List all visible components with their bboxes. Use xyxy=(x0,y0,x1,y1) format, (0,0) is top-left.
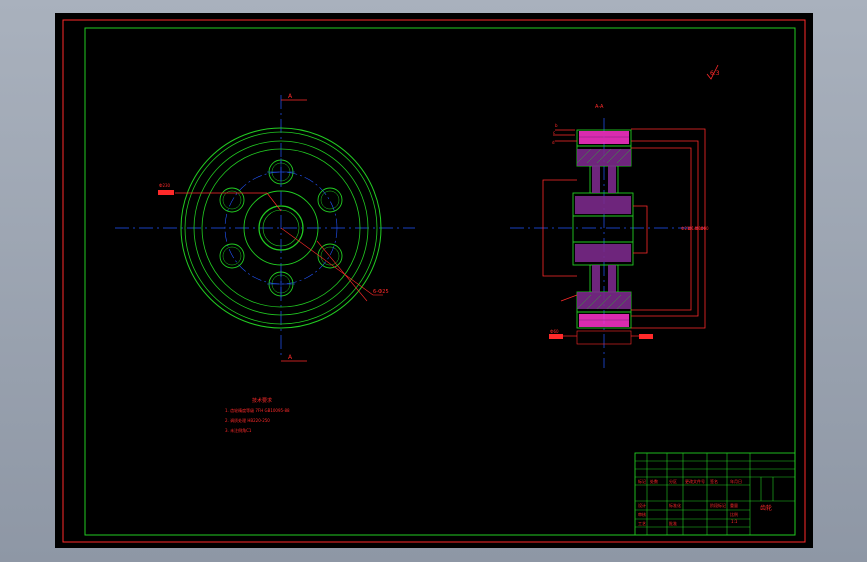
cut-mark-bottom: A xyxy=(281,354,307,362)
svg-text:阶段标记: 阶段标记 xyxy=(710,502,726,508)
svg-text:1:1: 1:1 xyxy=(731,519,738,524)
svg-text:Ф100: Ф100 xyxy=(695,226,707,231)
roughness-symbol: 6.3 xyxy=(706,64,720,80)
svg-text:分区: 分区 xyxy=(669,478,677,484)
left-dim-labels: b c d xyxy=(552,123,558,145)
svg-text:Ф140: Ф140 xyxy=(688,226,700,231)
svg-text:Ф60: Ф60 xyxy=(550,329,559,334)
section-view: A-A xyxy=(510,104,709,368)
svg-text:工艺: 工艺 xyxy=(638,521,646,526)
front-view: A A xyxy=(115,93,415,362)
svg-text:比例: 比例 xyxy=(730,511,738,517)
cad-viewport[interactable]: 6.3 A A xyxy=(55,13,813,548)
rim-inner-circle xyxy=(201,148,361,308)
svg-text:A: A xyxy=(288,93,293,100)
svg-text:Ф210: Ф210 xyxy=(681,226,693,231)
svg-text:c: c xyxy=(553,130,555,135)
bore-circle xyxy=(258,205,304,251)
lightening-hole xyxy=(219,187,245,213)
hub-circle xyxy=(243,190,319,266)
svg-text:处数: 处数 xyxy=(650,478,658,484)
lightening-hole xyxy=(317,243,343,269)
left-dimensions xyxy=(542,129,578,302)
technical-notes: 技术要求 1. 齿轮精度等级 7FH GB10095-88 2. 调质处理 HB… xyxy=(225,397,290,433)
svg-text:设计: 设计 xyxy=(638,502,646,508)
gear-drawing: 6.3 A A xyxy=(62,19,806,543)
hatch-lines xyxy=(576,148,632,310)
svg-text:6-Ф25: 6-Ф25 xyxy=(373,289,389,295)
cut-mark-top: A xyxy=(281,93,307,101)
lightening-hole xyxy=(317,187,343,213)
sheet-outer-border xyxy=(62,19,806,543)
svg-text:Ф60: Ф60 xyxy=(700,226,709,231)
svg-text:批准: 批准 xyxy=(669,520,677,526)
section-label: A-A xyxy=(595,104,604,110)
svg-text:d: d xyxy=(552,140,555,145)
svg-text:Ф230: Ф230 xyxy=(159,183,171,188)
right-dim-labels: Ф210 Ф140 Ф100 Ф60 xyxy=(681,226,709,231)
front-leader-left: Ф230 xyxy=(158,183,282,212)
note-item: 3. 未注倒角C1 xyxy=(225,427,252,433)
svg-text:重量: 重量 xyxy=(730,502,738,508)
svg-text:年月日: 年月日 xyxy=(730,478,742,484)
svg-text:标准化: 标准化 xyxy=(669,502,681,508)
section-bottom-leaders: Ф60 xyxy=(549,329,653,345)
svg-text:签名: 签名 xyxy=(710,478,718,484)
body-hatch xyxy=(575,149,631,309)
drawing-frame xyxy=(84,27,796,536)
pitch-circle xyxy=(184,131,378,325)
bore-chamfer xyxy=(262,209,300,247)
tooth-hatch xyxy=(579,131,629,327)
right-dimensions xyxy=(631,128,706,329)
front-leader-right: 6-Ф25 xyxy=(280,227,389,302)
svg-text:6.3: 6.3 xyxy=(710,70,720,77)
notes-title: 技术要求 xyxy=(252,397,272,404)
svg-text:A: A xyxy=(288,354,293,361)
hole-pitch-circle xyxy=(224,171,338,285)
svg-text:标记: 标记 xyxy=(638,478,646,484)
note-item: 2. 调质处理 HB220-250 xyxy=(225,417,270,423)
part-name: 齿轮 xyxy=(760,504,772,512)
root-circle xyxy=(193,140,369,316)
svg-text:审核: 审核 xyxy=(638,511,646,517)
hole-center-marks xyxy=(267,158,295,298)
svg-text:更改文件号: 更改文件号 xyxy=(685,478,705,484)
title-block: 标记 处数 分区 更改文件号 签名 年月日 设计 标准化 审核 工艺 批准 阶段… xyxy=(634,452,796,536)
note-item: 1. 齿轮精度等级 7FH GB10095-88 xyxy=(225,407,290,413)
tip-circle xyxy=(180,127,382,329)
lightening-hole xyxy=(219,243,245,269)
svg-text:b: b xyxy=(555,123,558,128)
